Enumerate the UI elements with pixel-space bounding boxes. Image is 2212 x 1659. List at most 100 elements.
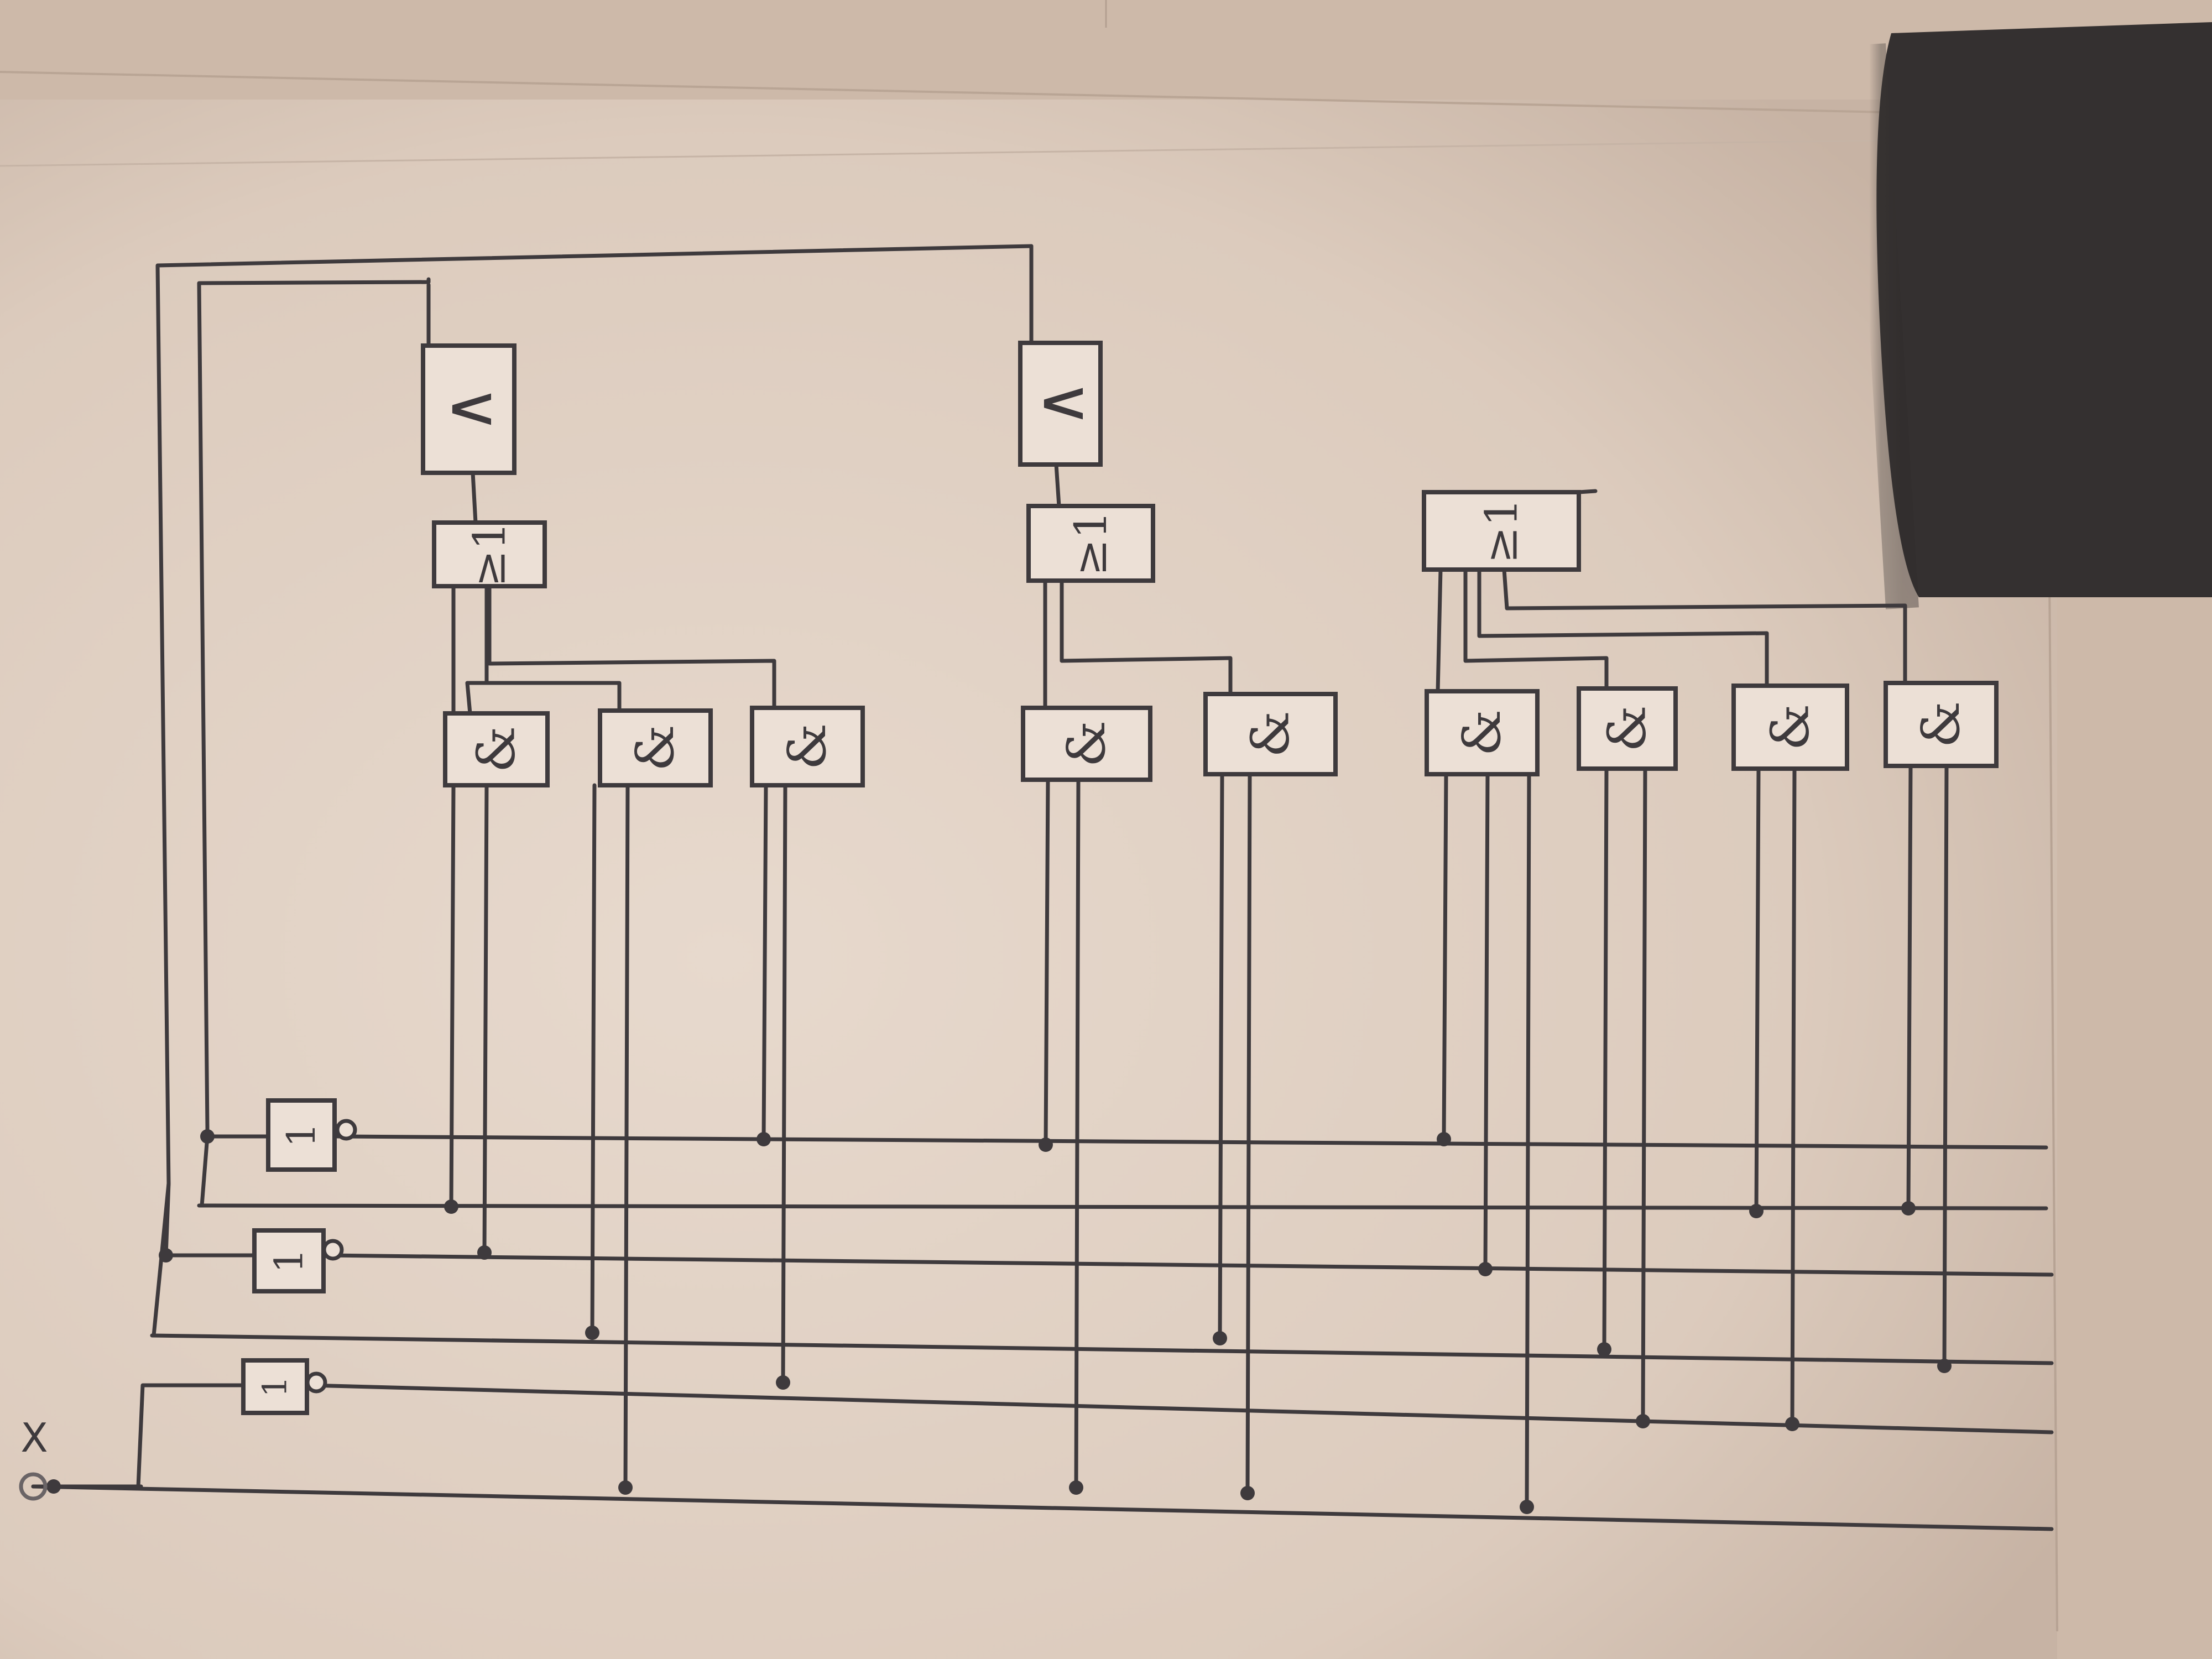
or3-out — [1577, 489, 1598, 494]
and-gate-8-body — [1731, 684, 1849, 771]
and-gate-2-body — [598, 708, 713, 787]
not-gate-1: 1 — [266, 1098, 337, 1172]
or-gate-3-label: ≥1 — [1476, 498, 1527, 564]
or-gate-2-label: ≥1 — [1065, 511, 1117, 576]
and-gate-7-body — [1577, 686, 1678, 771]
flip-flop-1: ∧ — [421, 343, 517, 475]
and-input-wire — [1218, 772, 1224, 1340]
and-input-wire — [781, 783, 787, 1385]
and-input-wire — [761, 783, 768, 1141]
bus-q2-not — [324, 1253, 2054, 1277]
flip-flop-1-label: ∧ — [430, 385, 507, 434]
junction-dot — [1785, 1417, 1799, 1431]
and-input-wire — [1442, 772, 1448, 1141]
and-input-wire — [482, 783, 489, 1255]
flip-flop-2: ∧ — [1018, 341, 1103, 467]
junction-dot — [1240, 1486, 1255, 1500]
and-gate-3-body — [750, 706, 865, 787]
inverter-bubble — [305, 1371, 327, 1394]
and-gate-7: & — [1577, 686, 1678, 771]
and7-to-or3 — [1463, 567, 1609, 691]
input-label: X — [20, 1415, 48, 1461]
and-input-wire — [1942, 764, 1949, 1368]
junction-dots — [46, 1129, 1952, 1514]
and-input-wire — [1602, 766, 1609, 1352]
junction-dot — [618, 1480, 633, 1495]
junction-dot — [46, 1479, 61, 1494]
and-gate-9: & — [1884, 681, 1999, 768]
and-gate-9-body — [1884, 681, 1999, 768]
bus-q1 — [197, 1203, 2048, 1211]
inverter-bubble — [322, 1239, 344, 1261]
and-gate-6-body — [1425, 689, 1540, 776]
and-input-wire — [623, 783, 630, 1490]
bus-q2 — [150, 1333, 2054, 1365]
and-gate-4: & — [1021, 706, 1152, 782]
and-gate-7-label: & — [1597, 705, 1658, 752]
and-input-wire — [1754, 766, 1761, 1213]
and-gate-2-label: & — [625, 724, 686, 771]
and-gate-3: & — [750, 706, 865, 787]
or-gate-3: ≥1 — [1422, 490, 1581, 572]
junction-dot — [477, 1245, 492, 1260]
and-gate-6: & — [1425, 689, 1540, 776]
bus-x-not — [307, 1383, 2054, 1434]
junction-dot — [1749, 1204, 1764, 1218]
and-gate-8-label: & — [1760, 704, 1821, 751]
and6-to-or3 — [1436, 567, 1443, 693]
and-gate-1-label: & — [466, 726, 527, 773]
and-gate-5-body — [1203, 692, 1338, 776]
and-gate-8: & — [1731, 684, 1849, 771]
inverter-bubble — [335, 1119, 357, 1141]
and-gate-6-label: & — [1452, 709, 1512, 757]
not-gate-2: 1 — [252, 1228, 326, 1293]
junction-dot — [1520, 1500, 1534, 1514]
not-gate-1-body — [266, 1098, 337, 1172]
junction-dot — [1937, 1359, 1952, 1373]
and-gate-2: & — [598, 708, 713, 787]
bus-x — [31, 1484, 2054, 1531]
junction-dot — [1039, 1138, 1053, 1152]
input-terminal: X — [19, 1415, 48, 1501]
and-input-wire — [1641, 766, 1647, 1423]
flip-flop-2-body — [1018, 341, 1103, 467]
or-gate-1-body — [432, 520, 547, 588]
x-to-not — [136, 1383, 246, 1489]
and-input-wire — [1245, 772, 1252, 1495]
junction-dot — [1478, 1262, 1493, 1276]
flip-flop-2-label: ∧ — [1022, 379, 1099, 428]
and2-to-or1 — [465, 681, 622, 716]
and-gate-9-label: & — [1911, 701, 1971, 748]
and-input-wire — [1790, 766, 1797, 1426]
and-gate-1-body — [443, 711, 550, 787]
and-gate-5: & — [1203, 692, 1338, 776]
q1-to-bus — [200, 1134, 210, 1208]
junction-dot — [776, 1375, 790, 1390]
and-input-wire — [1044, 778, 1050, 1147]
not-gate-3-label: 1 — [256, 1376, 295, 1397]
not-gate-2-label: 1 — [267, 1249, 312, 1274]
and-input-wire — [1525, 772, 1531, 1509]
or-gate-2-body — [1026, 504, 1155, 583]
junction-dot — [444, 1199, 458, 1214]
junction-dot — [1213, 1331, 1227, 1345]
and-input-wire — [449, 783, 456, 1209]
junction-dot — [159, 1248, 173, 1262]
or-gate-2: ≥1 — [1026, 504, 1155, 583]
junction-dot — [585, 1326, 599, 1340]
q1-feedback — [197, 277, 431, 1139]
not-gate-1-label: 1 — [279, 1123, 324, 1147]
and-input-wire — [1074, 778, 1081, 1490]
and-input-wire — [1906, 764, 1913, 1211]
or1-to-ff1 — [471, 471, 478, 525]
corner-shadow — [1853, 22, 2212, 609]
junction-dot — [200, 1129, 215, 1144]
or-gate-1-label: ≥1 — [464, 522, 515, 587]
and5-to-or2 — [1060, 578, 1233, 696]
and-input-wire — [1483, 772, 1490, 1271]
junction-dot — [1069, 1480, 1083, 1495]
junction-dot — [1901, 1201, 1916, 1215]
and-input-wire — [590, 783, 597, 1335]
junction-dot — [1636, 1414, 1650, 1428]
